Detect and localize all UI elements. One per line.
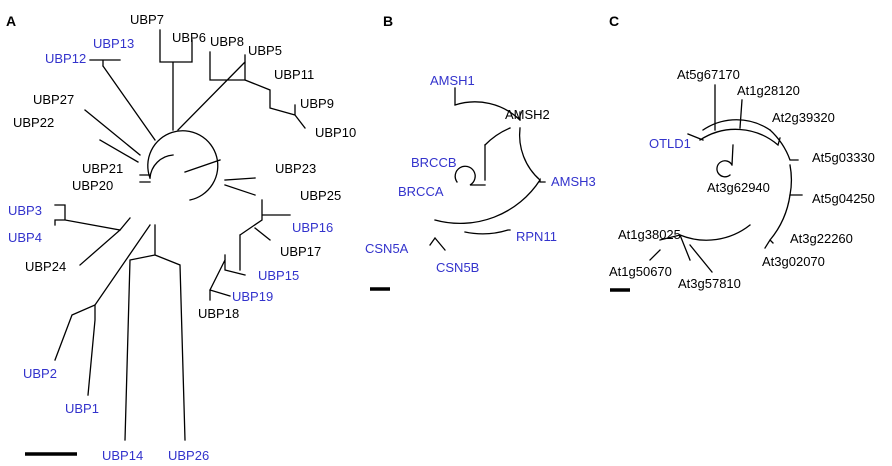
tree-b-leaf: RPN11 bbox=[516, 229, 557, 244]
tree-a-leaf: UBP9 bbox=[300, 96, 334, 111]
tree-c-leaf: At3g57810 bbox=[678, 276, 741, 291]
tree-a-leaf: UBP5 bbox=[248, 43, 282, 58]
tree-a-leaf: UBP14 bbox=[102, 448, 143, 463]
tree-a-leaf: UBP20 bbox=[72, 178, 113, 193]
panel-b-letter: B bbox=[383, 13, 393, 29]
tree-b-leaf: CSN5A bbox=[365, 241, 409, 256]
tree-a-leaf: UBP13 bbox=[93, 36, 134, 51]
tree-c-leaf: At3g02070 bbox=[762, 254, 825, 269]
panel-c-tree-branches bbox=[649, 84, 803, 273]
tree-a-leaf: UBP21 bbox=[82, 161, 123, 176]
tree-b-leaf: AMSH1 bbox=[430, 73, 475, 88]
tree-a-leaf: UBP17 bbox=[280, 244, 321, 259]
tree-c-leaf: At5g67170 bbox=[677, 67, 740, 82]
tree-a-leaf: UBP7 bbox=[130, 12, 164, 27]
panel-c-letter: C bbox=[609, 13, 619, 29]
panel-a-leaf-labels: UBP7 UBP6 UBP13 UBP12 UBP8 UBP5 UBP11 UB… bbox=[8, 12, 356, 463]
tree-a-leaf: UBP27 bbox=[33, 92, 74, 107]
tree-c-leaf: OTLD1 bbox=[649, 136, 691, 151]
tree-a-leaf: UBP15 bbox=[258, 268, 299, 283]
tree-a-leaf: UBP22 bbox=[13, 115, 54, 130]
tree-a-leaf: UBP23 bbox=[275, 161, 316, 176]
tree-c-leaf: At1g28120 bbox=[737, 83, 800, 98]
tree-c-leaf: At5g04250 bbox=[812, 191, 875, 206]
panel-c: C At5g67170 At1g28120 OTLD1 At2g39320 At… bbox=[609, 13, 875, 292]
tree-a-leaf: UBP16 bbox=[292, 220, 333, 235]
tree-a-leaf: UBP8 bbox=[210, 34, 244, 49]
tree-c-leaf: At2g39320 bbox=[772, 110, 835, 125]
tree-c-leaf: At3g22260 bbox=[790, 231, 853, 246]
tree-a-leaf: UBP18 bbox=[198, 306, 239, 321]
tree-b-leaf: AMSH2 bbox=[505, 107, 550, 122]
tree-a-leaf: UBP11 bbox=[274, 67, 314, 82]
tree-c-leaf: At3g62940 bbox=[707, 180, 770, 195]
tree-a-leaf: UBP25 bbox=[300, 188, 341, 203]
tree-b-leaf: BRCCB bbox=[411, 155, 457, 170]
tree-c-leaf: At1g38025 bbox=[618, 227, 681, 242]
tree-c-leaf: At5g03330 bbox=[812, 150, 875, 165]
tree-a-leaf: UBP12 bbox=[45, 51, 86, 66]
tree-b-leaf: BRCCA bbox=[398, 184, 444, 199]
panel-a-letter: A bbox=[6, 13, 16, 29]
tree-a-leaf: UBP19 bbox=[232, 289, 273, 304]
panel-b-tree-branches bbox=[429, 87, 546, 251]
tree-a-leaf: UBP2 bbox=[23, 366, 57, 381]
tree-a-leaf: UBP26 bbox=[168, 448, 209, 463]
tree-b-leaf: AMSH3 bbox=[551, 174, 596, 189]
tree-a-leaf: UBP24 bbox=[25, 259, 66, 274]
tree-a-leaf: UBP3 bbox=[8, 203, 42, 218]
tree-a-leaf: UBP4 bbox=[8, 230, 42, 245]
tree-c-leaf: At1g50670 bbox=[609, 264, 672, 279]
panel-c-leaf-labels: At5g67170 At1g28120 OTLD1 At2g39320 At5g… bbox=[609, 67, 875, 291]
tree-a-leaf: UBP10 bbox=[315, 125, 356, 140]
tree-a-leaf: UBP6 bbox=[172, 30, 206, 45]
panel-a-tree-branches bbox=[54, 29, 306, 441]
tree-a-leaf: UBP1 bbox=[65, 401, 99, 416]
tree-b-leaf: CSN5B bbox=[436, 260, 479, 275]
panel-a: A UBP7 bbox=[6, 12, 356, 463]
panel-b-leaf-labels: AMSH1 AMSH2 BRCCB BRCCA AMSH3 RPN11 CSN5… bbox=[365, 73, 596, 275]
panel-b: B AMSH1 AMSH2 BRCCB BRCCA AMSH3 RPN11 CS… bbox=[365, 13, 596, 291]
